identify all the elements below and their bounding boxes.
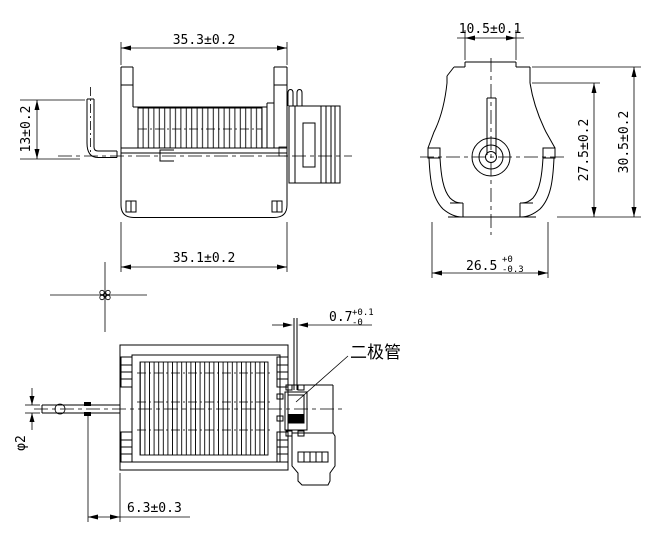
dim-terminal-tol-upper: +0.1	[352, 308, 374, 318]
dim-terminal-thickness: 0.7	[329, 310, 352, 325]
right-tab-cells	[276, 356, 289, 463]
front-view	[420, 58, 567, 235]
dim-bottom-width: 35.1±0.2	[173, 251, 236, 266]
dim-tab-width: 10.5±0.1	[459, 22, 522, 37]
dim-height-inner: 27.5±0.2	[577, 119, 592, 182]
shaft	[41, 402, 120, 416]
bottom-view	[34, 318, 349, 486]
dim-shaft-diameter: φ2	[14, 435, 29, 451]
coil-hatch	[137, 107, 263, 149]
dimension-annotations: 35.3±0.2 13±0.2 35.1±0.2 10.5±0.1 27.5±0…	[14, 22, 641, 522]
dim-terminal-tol-lower: -0	[352, 318, 363, 328]
dim-top-width: 35.3±0.2	[173, 33, 236, 48]
connector-housing-bottom	[288, 384, 336, 486]
connector-housing-side	[287, 88, 341, 184]
dim-pin-height: 13±0.2	[19, 106, 34, 153]
dim-base-width-tol-lower: -0.3	[502, 265, 524, 275]
dim-base-width: 26.5	[466, 259, 497, 274]
diode	[276, 384, 308, 437]
center-mark	[50, 262, 147, 332]
diode-leader-line	[295, 355, 349, 403]
dim-shaft-offset: 6.3±0.3	[127, 501, 182, 516]
winding-hatch	[139, 361, 269, 456]
dim-base-width-tol-upper: +0	[502, 255, 513, 265]
side-view	[58, 66, 352, 218]
diode-label: 二极管	[350, 343, 401, 363]
l-pin	[86, 87, 118, 158]
dim-height-outer: 30.5±0.2	[617, 111, 632, 174]
left-tab-cells	[120, 356, 133, 463]
